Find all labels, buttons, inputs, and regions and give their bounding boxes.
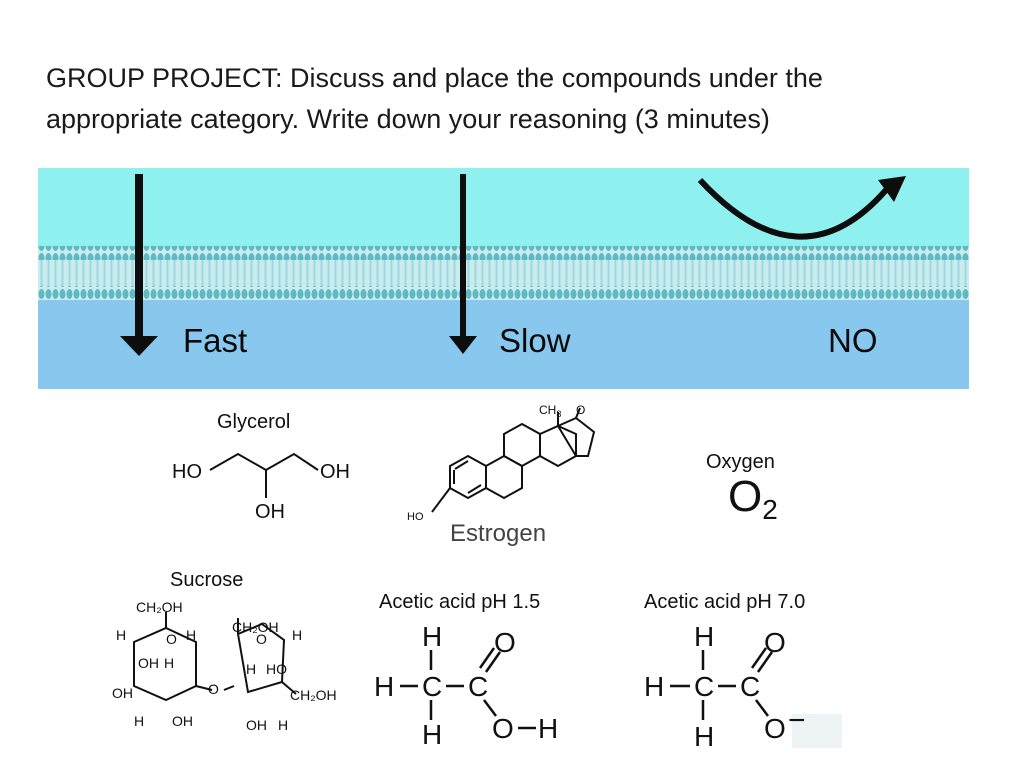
title-line-1: GROUP PROJECT: Discuss and place the com… [46, 63, 823, 93]
svg-text:OH: OH [172, 713, 193, 729]
title-line-2: appropriate category. Write down your re… [46, 104, 770, 134]
svg-text:H: H [422, 621, 442, 652]
svg-text:CH₂OH: CH₂OH [232, 619, 279, 635]
svg-text:H: H [694, 721, 714, 750]
svg-text:O: O [764, 713, 786, 744]
svg-text:H: H [422, 719, 442, 750]
svg-text:C: C [740, 671, 760, 702]
estrogen-ch3: CH3 [539, 403, 561, 419]
no-arrow-icon [697, 176, 906, 240]
oxygen-formula: O2 [728, 472, 778, 525]
estrogen-o: O [576, 403, 585, 417]
svg-text:H: H [134, 713, 144, 729]
svg-text:OH: OH [112, 685, 133, 701]
glycerol-structure: HO OH OH [172, 452, 350, 523]
svg-text:O: O [166, 631, 177, 647]
glycerol-oh: OH [320, 461, 350, 483]
svg-text:H: H [186, 627, 196, 643]
fast-arrow-icon [120, 174, 158, 356]
svg-text:H: H [644, 671, 664, 702]
svg-text:−: − [788, 704, 806, 737]
svg-text:H: H [246, 661, 256, 677]
fast-label: Fast [183, 322, 248, 359]
estrogen-caption: Estrogen [450, 520, 546, 547]
svg-text:O: O [256, 631, 267, 647]
acetic-acid-ph7-structure: H H C C O H O − [644, 621, 842, 750]
estrogen-ho: HO [407, 511, 424, 523]
svg-text:O: O [492, 713, 514, 744]
acetic-low-caption: Acetic acid pH 1.5 [379, 591, 541, 613]
svg-text:C: C [422, 671, 442, 702]
svg-text:H: H [374, 671, 394, 702]
svg-text:CH₂OH: CH₂OH [290, 687, 337, 703]
svg-text:O: O [764, 627, 786, 658]
svg-text:HO: HO [266, 661, 287, 677]
no-label: NO [828, 322, 878, 359]
svg-text:H: H [278, 717, 288, 733]
svg-text:H: H [538, 713, 558, 744]
svg-text:H: H [292, 627, 302, 643]
glycerol-oh-bottom: OH [255, 501, 285, 523]
slow-label: Slow [499, 322, 571, 359]
sucrose-caption: Sucrose [170, 569, 244, 591]
glycerol-ho: HO [172, 461, 202, 483]
acetic-acid-ph1-structure: H H C C O H O H [374, 621, 558, 750]
svg-text:H: H [164, 655, 174, 671]
membrane-diagram: Fast Slow NO [38, 168, 969, 389]
slide-title: GROUP PROJECT: Discuss and place the com… [46, 58, 946, 140]
sucrose-structure: CH₂OH H O H OH H OH H OH O CH₂OH O H H H… [112, 599, 337, 733]
svg-text:O: O [494, 627, 516, 658]
estrogen-structure: CH3 O HO Estrogen [407, 403, 596, 547]
svg-text:C: C [694, 671, 714, 702]
membrane-illustration [38, 168, 969, 389]
slow-arrow-icon [449, 174, 477, 354]
acetic-neutral-caption: Acetic acid pH 7.0 [644, 591, 806, 613]
svg-text:O: O [208, 681, 219, 697]
oxygen-caption: Oxygen [706, 451, 775, 473]
svg-text:C: C [468, 671, 488, 702]
svg-text:CH₂OH: CH₂OH [136, 599, 183, 615]
svg-text:H: H [116, 627, 126, 643]
glycerol-caption: Glycerol [217, 411, 291, 433]
svg-text:OH: OH [246, 717, 267, 733]
svg-text:OH: OH [138, 655, 159, 671]
svg-text:H: H [694, 621, 714, 652]
